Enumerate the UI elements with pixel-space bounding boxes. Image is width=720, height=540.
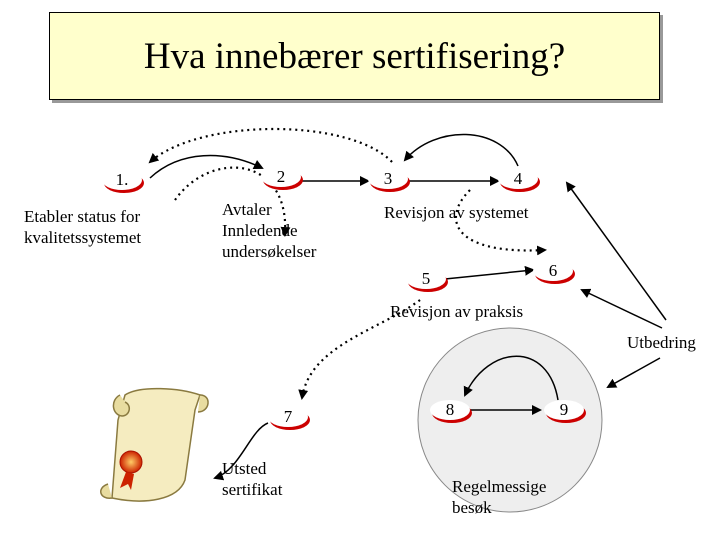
node-4-number: 4 bbox=[513, 169, 523, 188]
title-box: Hva innebærer sertifisering? bbox=[49, 12, 660, 100]
node-5-shape bbox=[406, 269, 448, 292]
certificate-scroll-icon bbox=[100, 387, 209, 502]
node-9-number: 9 bbox=[559, 400, 569, 419]
node-7-number: 7 bbox=[283, 407, 293, 426]
node-5-number: 5 bbox=[421, 269, 431, 288]
page-title: Hva innebærer sertifisering? bbox=[143, 36, 566, 77]
dotted-arrow-1-to-2 bbox=[174, 166, 291, 237]
node-1-label-line: Etabler status for bbox=[24, 207, 141, 226]
node-2-label-line: Innledende bbox=[222, 221, 298, 240]
node-7-shape bbox=[268, 407, 310, 430]
arrow-1-to-2 bbox=[149, 154, 264, 179]
node-8-number: 8 bbox=[445, 400, 455, 419]
node-9-shape bbox=[544, 400, 586, 423]
revisjon-systemet-label: Revisjon av systemet bbox=[384, 203, 529, 222]
node-2-label-line: Avtaler bbox=[222, 200, 272, 219]
node-2-shape bbox=[261, 167, 303, 190]
node-1-number: 1. bbox=[115, 170, 129, 189]
arrow-utbedring-to-6 bbox=[580, 288, 663, 329]
arrow-utbedring-to-9 bbox=[606, 357, 661, 388]
node-6-shape bbox=[533, 261, 575, 284]
arrow-9-to-8 bbox=[463, 355, 559, 401]
node-2-label: Avtaler Innledende undersøkelser bbox=[222, 199, 316, 262]
node-2-number: 2 bbox=[276, 167, 286, 186]
node-6-number: 6 bbox=[548, 261, 558, 280]
node-1-label: Etabler status for kvalitetssystemet bbox=[24, 206, 141, 248]
node-2-label-line: undersøkelser bbox=[222, 242, 317, 261]
node-3-shape bbox=[368, 169, 410, 192]
dotted-arrow-3-to-1 bbox=[148, 128, 393, 164]
node-7-label-line: Utsted bbox=[222, 459, 267, 478]
node-8-shape bbox=[430, 400, 472, 423]
revisjon-praksis-label: Revisjon av praksis bbox=[390, 302, 524, 321]
node-7-label-line: sertifikat bbox=[222, 480, 283, 499]
arrow-5-to-6 bbox=[444, 265, 535, 280]
arrow-4-to-3 bbox=[403, 133, 519, 167]
dotted-arrow-5-to-7 bbox=[298, 299, 421, 400]
regelmessige-label: Regelmessige besøk bbox=[452, 476, 546, 518]
visits-circle bbox=[417, 327, 603, 513]
arrow-utbedring-to-4 bbox=[565, 181, 667, 321]
utbedring-label: Utbedring bbox=[627, 333, 696, 352]
node-3-number: 3 bbox=[383, 169, 393, 188]
node-7-label: Utsted sertifikat bbox=[222, 458, 282, 500]
arrow-7-to-scroll bbox=[213, 422, 269, 481]
node-1-shape bbox=[102, 170, 144, 193]
dotted-arrow-4-to-6 bbox=[454, 189, 547, 256]
regelmessige-label-line: Regelmessige bbox=[452, 477, 547, 496]
regelmessige-label-line: besøk bbox=[452, 498, 492, 517]
node-1-label-line: kvalitetssystemet bbox=[24, 228, 142, 247]
node-4-shape bbox=[498, 169, 540, 192]
